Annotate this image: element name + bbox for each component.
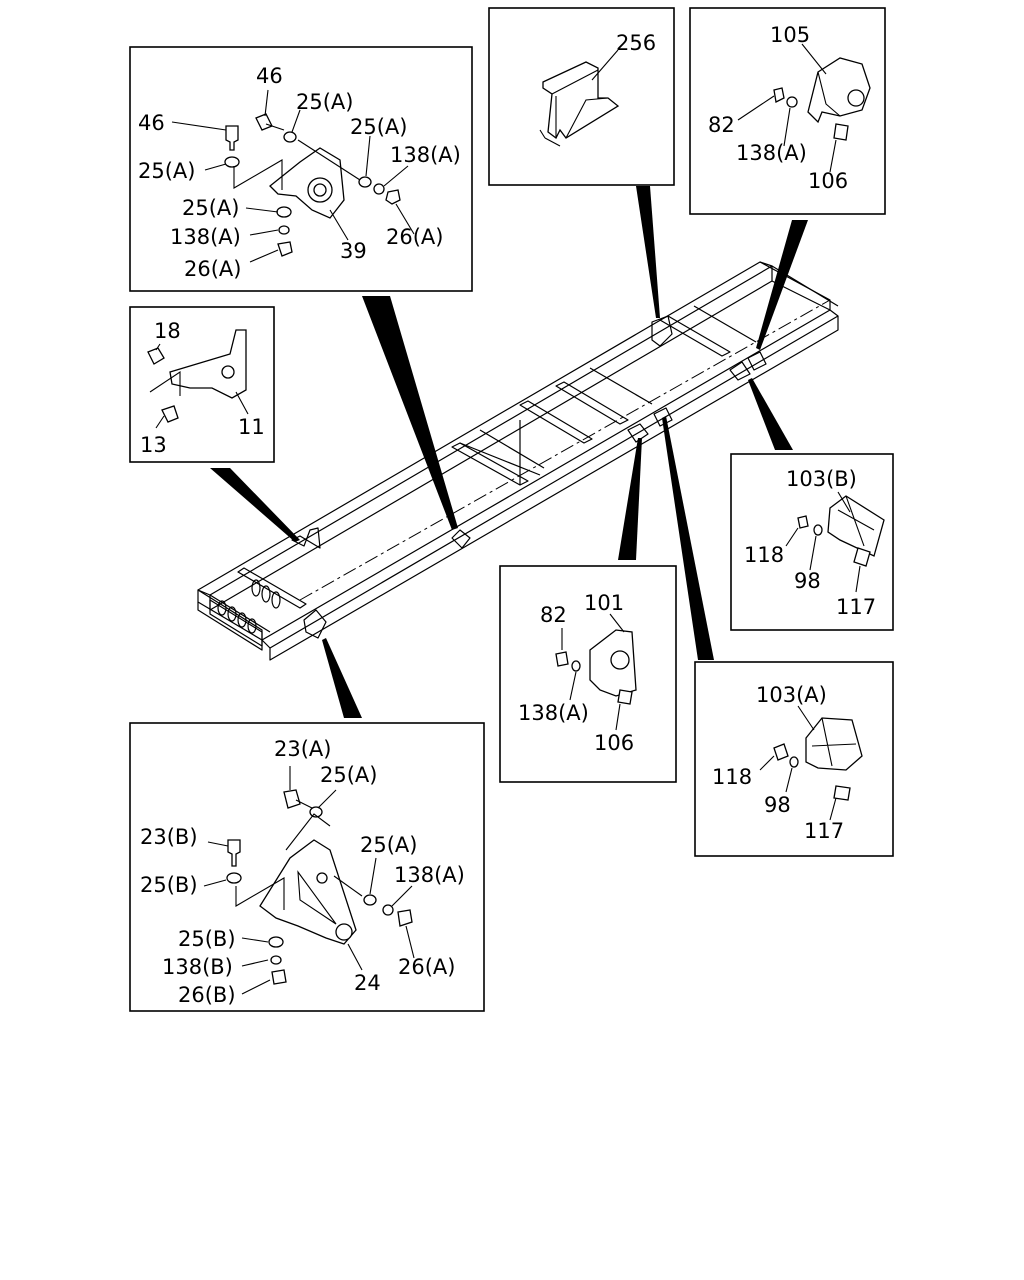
panel-5: 103(B) 118 98 117 bbox=[730, 453, 894, 631]
label: 25(A) bbox=[350, 115, 407, 139]
label: 101 bbox=[584, 591, 624, 615]
label: 46 bbox=[138, 111, 165, 135]
chassis-frame bbox=[197, 261, 839, 661]
label: 82 bbox=[540, 603, 567, 627]
label: 98 bbox=[764, 793, 791, 817]
panel-7: 103(A) 118 98 117 bbox=[694, 661, 894, 857]
label: 23(B) bbox=[140, 825, 198, 849]
label: 138(A) bbox=[390, 143, 461, 167]
panel-3: 105 82 138(A) 106 bbox=[689, 7, 886, 215]
label: 25(B) bbox=[140, 873, 198, 897]
panel-2: 256 bbox=[488, 7, 675, 186]
leader-wedges bbox=[210, 186, 808, 718]
panel-8: 23(A) 25(A) 23(B) 25(A) 25(B) 138(A) 25(… bbox=[129, 722, 485, 1012]
label: 106 bbox=[594, 731, 634, 755]
label: 13 bbox=[140, 433, 167, 457]
panel-6: 82 101 138(A) 106 bbox=[499, 565, 677, 783]
label: 25(A) bbox=[360, 833, 417, 857]
label: 26(A) bbox=[184, 257, 241, 281]
label: 256 bbox=[616, 31, 656, 55]
label: 82 bbox=[708, 113, 735, 137]
label: 106 bbox=[808, 169, 848, 193]
label: 138(A) bbox=[394, 863, 465, 887]
label: 46 bbox=[256, 64, 283, 88]
label: 117 bbox=[836, 595, 876, 619]
label: 138(A) bbox=[518, 701, 589, 725]
panel-4: 18 11 13 bbox=[129, 306, 275, 463]
label: 25(A) bbox=[296, 90, 353, 114]
label: 138(B) bbox=[162, 955, 233, 979]
label: 39 bbox=[340, 239, 367, 263]
label: 11 bbox=[238, 415, 265, 439]
label: 25(A) bbox=[320, 763, 377, 787]
label: 118 bbox=[712, 765, 752, 789]
label: 105 bbox=[770, 23, 810, 47]
label: 26(B) bbox=[178, 983, 236, 1007]
label: 25(A) bbox=[182, 196, 239, 220]
label: 26(A) bbox=[386, 225, 443, 249]
label: 24 bbox=[354, 971, 381, 995]
label: 117 bbox=[804, 819, 844, 843]
label: 98 bbox=[794, 569, 821, 593]
label: 25(B) bbox=[178, 927, 236, 951]
label: 103(B) bbox=[786, 467, 857, 491]
label: 25(A) bbox=[138, 159, 195, 183]
label: 26(A) bbox=[398, 955, 455, 979]
label: 118 bbox=[744, 543, 784, 567]
label: 18 bbox=[154, 319, 181, 343]
label: 138(A) bbox=[736, 141, 807, 165]
label: 138(A) bbox=[170, 225, 241, 249]
panel-1: 46 25(A) 46 25(A) 25(A) 138(A) 25(A) 26(… bbox=[129, 46, 473, 292]
label: 23(A) bbox=[274, 737, 331, 761]
label: 103(A) bbox=[756, 683, 827, 707]
